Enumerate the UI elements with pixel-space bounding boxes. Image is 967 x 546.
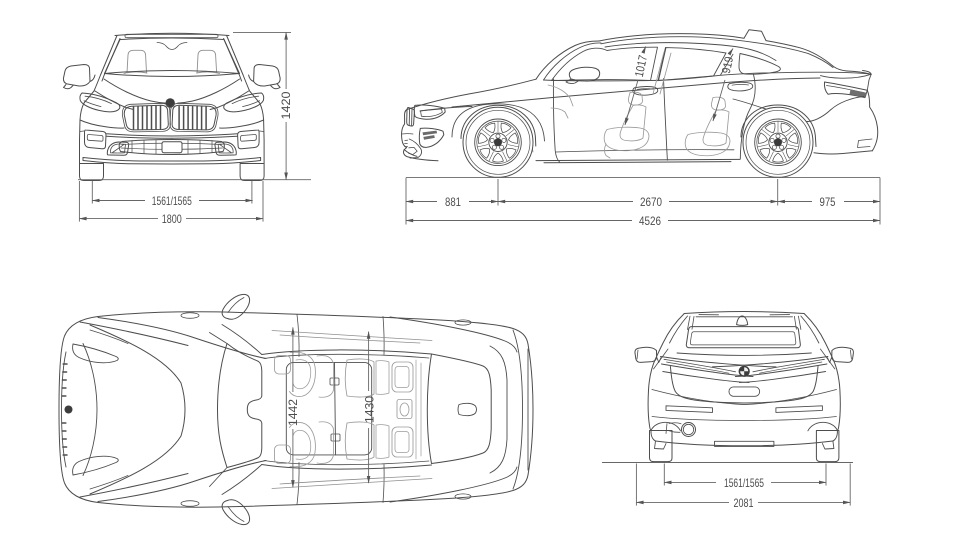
svg-text:2081: 2081: [734, 496, 754, 510]
svg-text:1420: 1420: [279, 91, 293, 119]
svg-text:4526: 4526: [639, 214, 661, 228]
svg-text:1561/1565: 1561/1565: [152, 194, 192, 208]
svg-text:919: 919: [719, 55, 736, 75]
svg-text:1017: 1017: [632, 54, 650, 79]
svg-text:1430: 1430: [362, 396, 376, 423]
svg-text:881: 881: [445, 195, 461, 209]
svg-text:2670: 2670: [640, 195, 662, 209]
svg-text:1800: 1800: [162, 212, 182, 226]
svg-text:1561/1565: 1561/1565: [724, 476, 764, 490]
svg-text:975: 975: [820, 195, 836, 209]
svg-text:1442: 1442: [286, 399, 300, 426]
